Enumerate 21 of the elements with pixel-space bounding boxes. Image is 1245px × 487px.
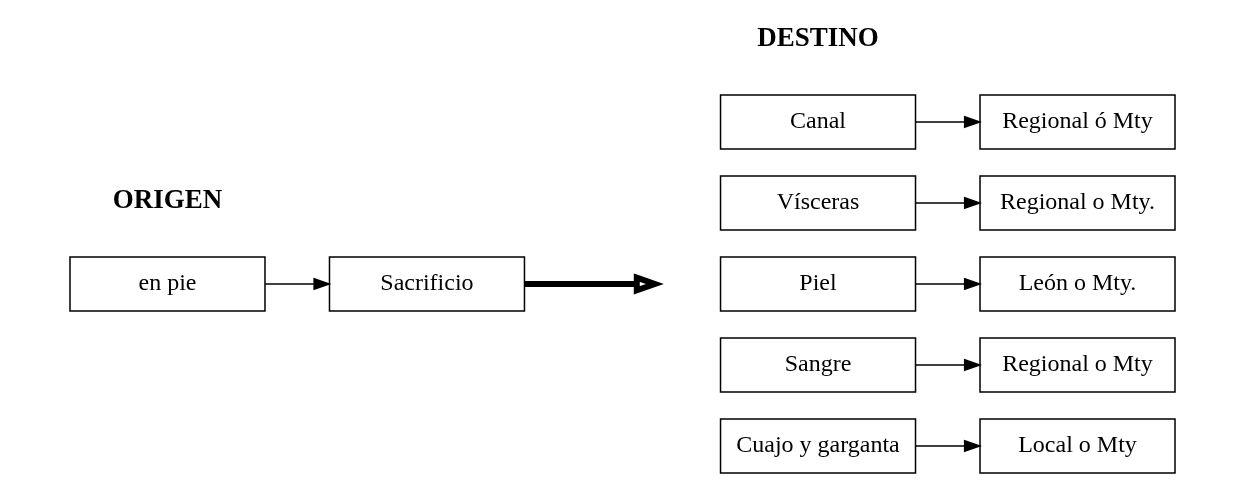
arrow: [915, 358, 982, 372]
node-box: en pie: [69, 256, 266, 312]
node-box: Local o Mty: [979, 418, 1176, 474]
arrow: [915, 277, 982, 291]
label: ORIGEN: [112, 184, 223, 215]
label: DESTINO: [757, 22, 879, 53]
arrow: [524, 273, 664, 295]
node-box: Sangre: [719, 337, 917, 393]
node-box: Sacrificio: [328, 256, 526, 312]
node-box: Cuajo y garganta: [719, 418, 917, 474]
arrow: [915, 196, 982, 210]
node-box: León o Mty.: [979, 256, 1176, 312]
node-box: Piel: [719, 256, 917, 312]
arrow: [915, 115, 982, 129]
node-box: Regional ó Mty: [979, 94, 1176, 150]
node-box: Canal: [719, 94, 917, 150]
node-box: Vísceras: [719, 175, 917, 231]
arrow: [915, 439, 982, 453]
arrow: [264, 277, 332, 291]
node-box: Regional o Mty.: [979, 175, 1176, 231]
node-box: Regional o Mty: [979, 337, 1176, 393]
